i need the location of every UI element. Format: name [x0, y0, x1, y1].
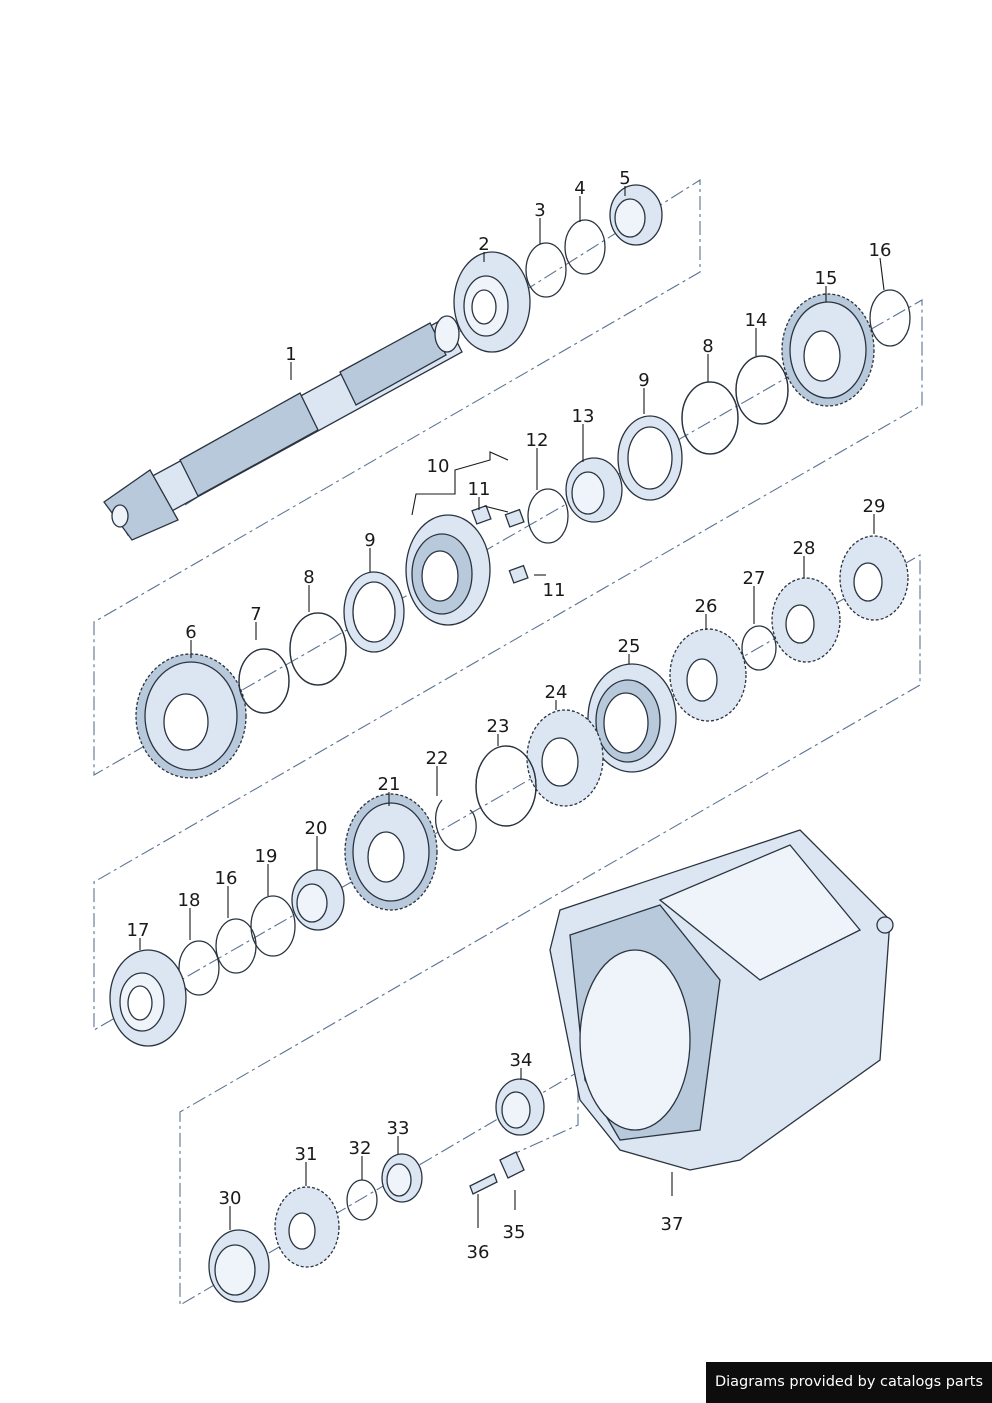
- part-label: 11: [543, 580, 566, 601]
- part-label: 19: [255, 846, 278, 867]
- part-label: 3: [534, 200, 545, 221]
- snap-ring-16b: [215, 918, 257, 974]
- sliding-sleeve-25: [587, 663, 677, 773]
- part-label: 37: [661, 1214, 684, 1235]
- bolt-36: [469, 1173, 498, 1195]
- part-label: 11: [468, 479, 491, 500]
- part-label: 22: [426, 748, 449, 769]
- snap-ring-27: [741, 625, 777, 671]
- pinion-shaft: [103, 315, 463, 541]
- part-label: 5: [619, 168, 630, 189]
- sleeve-30: [208, 1229, 270, 1303]
- part-label: 8: [702, 336, 713, 357]
- part-label: 1: [285, 344, 296, 365]
- part-label: 9: [364, 530, 375, 551]
- part-number-labels: 1 2 3 4 5 6 7 8 9 10 11 11 12 13 8 9 14 …: [127, 168, 892, 1263]
- synchro-ring-9: [343, 571, 405, 653]
- bushing-33: [381, 1153, 423, 1203]
- synchro-ring-8: [289, 612, 347, 686]
- part-label: 21: [378, 774, 401, 795]
- needle-bearing-34: [495, 1078, 545, 1136]
- gear-21: [344, 793, 438, 911]
- part-label: 17: [127, 920, 150, 941]
- part-label: 35: [503, 1222, 526, 1243]
- part-label: 33: [387, 1118, 410, 1139]
- part-label: 28: [793, 538, 816, 559]
- part-label: 23: [487, 716, 510, 737]
- needle-bearing-5: [609, 184, 663, 246]
- gear-26: [669, 628, 747, 722]
- needle-bearing-20: [291, 869, 345, 931]
- part-label: 9: [638, 370, 649, 391]
- synchro-ring-8b: [681, 381, 739, 455]
- synchro-ring-23: [475, 745, 537, 827]
- part-label: 31: [295, 1144, 318, 1165]
- snap-ring-18: [178, 940, 220, 996]
- part-label: 2: [478, 234, 489, 255]
- part-label: 24: [545, 682, 568, 703]
- part-label: 32: [349, 1138, 372, 1159]
- snap-ring-12: [527, 488, 569, 544]
- part-label: 16: [869, 240, 892, 261]
- transmission-housing-37: [549, 829, 894, 1171]
- assembly-axes: [93, 179, 923, 1306]
- part-label: 7: [250, 604, 261, 625]
- part-label: 4: [574, 178, 585, 199]
- synchro-ring-9b: [617, 415, 683, 501]
- snap-ring-19: [250, 895, 296, 957]
- part-label: 13: [572, 406, 595, 427]
- gear-28: [771, 577, 841, 663]
- part-label: 29: [863, 496, 886, 517]
- gear-6: [135, 653, 247, 779]
- lock-plate-35: [499, 1151, 525, 1179]
- part-label: 16: [215, 868, 238, 889]
- part-label: 6: [185, 622, 196, 643]
- needle-bearing-13: [565, 457, 623, 523]
- part-label: 26: [695, 596, 718, 617]
- snap-ring-4: [564, 219, 606, 275]
- part-label: 20: [305, 818, 328, 839]
- ball-bearing: [453, 251, 531, 353]
- part-label: 18: [178, 890, 201, 911]
- gear-24: [526, 709, 604, 807]
- shift-key-11: [471, 504, 529, 584]
- part-label: 14: [745, 310, 768, 331]
- part-label: 25: [618, 636, 641, 657]
- gear-29: [839, 535, 909, 621]
- part-label: 10: [427, 456, 450, 477]
- synchro-ring-14: [735, 355, 789, 425]
- ball-bearing-17: [109, 949, 187, 1047]
- spring-ring-22: [435, 799, 477, 851]
- part-label: 12: [526, 430, 549, 451]
- synchro-ring-7: [238, 648, 290, 714]
- snap-ring-3: [525, 242, 567, 298]
- part-label: 30: [219, 1188, 242, 1209]
- gear-31: [274, 1186, 340, 1268]
- leader-lines: [139, 186, 885, 1230]
- synchro-hub-10: [405, 514, 491, 626]
- snap-ring-16: [869, 289, 911, 347]
- gear-15: [781, 293, 875, 407]
- part-label: 15: [815, 268, 838, 289]
- part-label: 36: [467, 1242, 490, 1263]
- part-label: 8: [303, 567, 314, 588]
- diagram-credit-banner: Diagrams provided by catalogs parts: [706, 1362, 992, 1403]
- part-label: 27: [743, 568, 766, 589]
- snap-ring-32: [346, 1179, 378, 1221]
- part-label: 34: [510, 1050, 533, 1071]
